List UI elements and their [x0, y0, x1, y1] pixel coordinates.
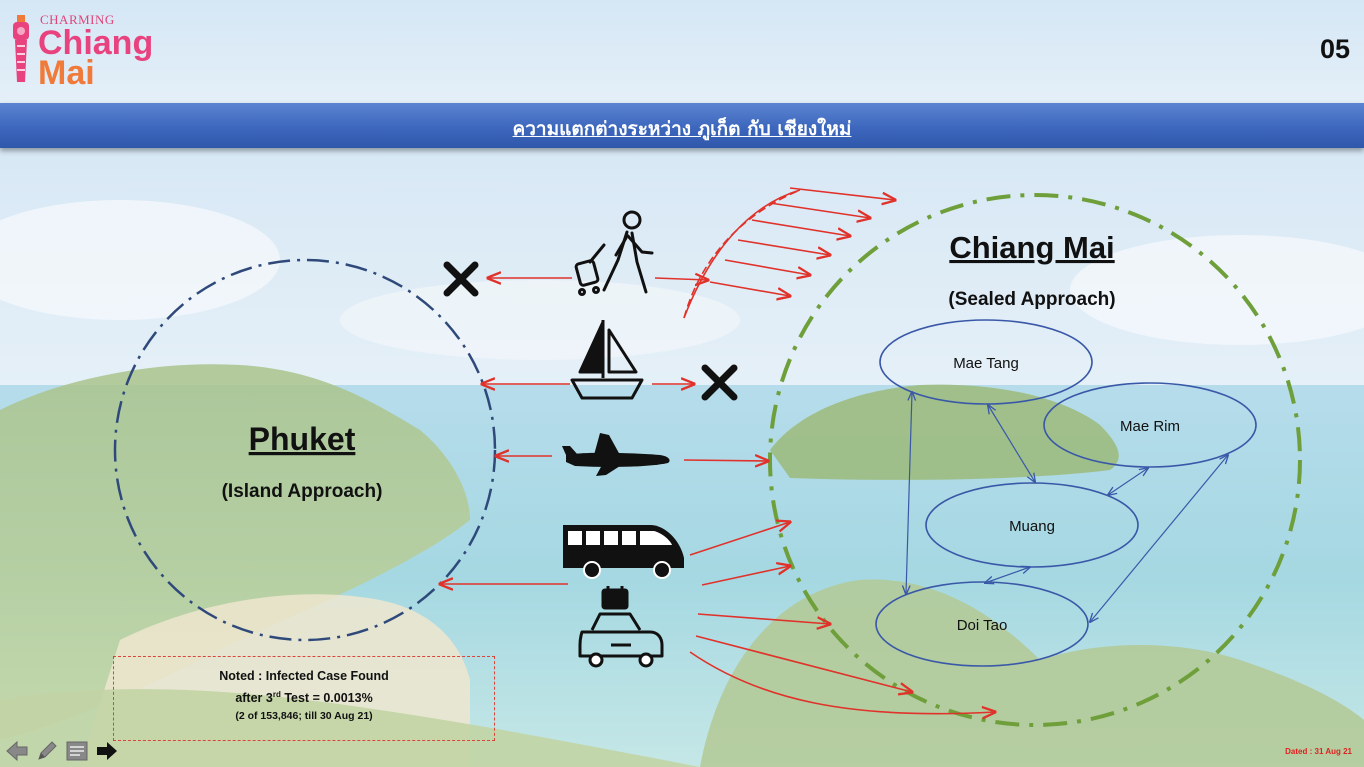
note-line-1: Noted : Infected Case Found [219, 669, 389, 683]
transport-row-bus [440, 522, 790, 584]
lantern-icon [13, 15, 29, 82]
note-line-2: after 3rd Test = 0.0013% [114, 690, 494, 705]
bus-icon [563, 525, 684, 579]
chiangmai-subtitle: (Sealed Approach) [948, 289, 1115, 310]
district-label: Mae Tang [953, 355, 1019, 372]
pen-icon[interactable] [34, 738, 60, 764]
note-line-3: (2 of 153,846; till 30 Aug 21) [235, 710, 373, 723]
district-doi-tao: Doi Tao [875, 581, 1089, 667]
phuket-subtitle: (Island Approach) [222, 481, 383, 502]
infection-note-box: Noted : Infected Case Found after 3rd Te… [113, 656, 495, 741]
logo-word-mai: Mai [38, 54, 95, 92]
slide-title: ความแตกต่างระหว่าง ภูเก็ต กับ เชียงใหม่ [512, 118, 852, 140]
dated-label: Dated : 31 Aug 21 [1285, 747, 1352, 756]
district-label: Doi Tao [957, 617, 1008, 634]
blocked-x-icon [443, 261, 479, 297]
sailboat-icon [570, 320, 644, 400]
walking-traveler-icon [574, 210, 654, 296]
chiangmai-label: Chiang Mai [949, 230, 1114, 265]
blocked-x-icon [701, 364, 738, 401]
note-line-2-prefix: after 3 [235, 691, 273, 706]
slide-navigation [4, 738, 120, 766]
note-line-2-sup: rd [272, 690, 281, 699]
notes-icon[interactable] [64, 738, 90, 764]
transport-row-walking [443, 210, 708, 297]
car-with-luggage-icon [578, 586, 664, 668]
header-band [0, 0, 1364, 103]
airplane-icon [562, 433, 670, 476]
phuket-label: Phuket [249, 421, 356, 457]
district-label: Muang [1009, 518, 1055, 535]
forward-arrow-icon[interactable] [94, 738, 120, 764]
transport-row-sailboat [482, 320, 738, 401]
slide-number: 05 [1319, 34, 1350, 64]
back-arrow-icon[interactable] [4, 738, 30, 764]
logo-tagline: CHARMING [40, 12, 115, 27]
district-connections [906, 392, 1228, 622]
restricted-entry-hatching [683, 187, 895, 319]
note-line-2-suffix: Test = 0.0013% [280, 691, 373, 706]
chiangmai-boundary-circle [768, 193, 1302, 727]
charming-chiang-mai-logo: CHARMING Chiang Mai [6, 8, 176, 92]
title-bar: ความแตกต่างระหว่าง ภูเก็ต กับ เชียงใหม่ [0, 103, 1364, 148]
transport-row-car [578, 566, 995, 714]
district-muang: Muang [925, 482, 1139, 568]
logo-word-chiang: Chiang [38, 24, 154, 62]
transport-row-airplane [496, 433, 768, 476]
district-mae-tang: Mae Tang [879, 319, 1093, 405]
district-label: Mae Rim [1120, 418, 1180, 435]
district-mae-rim: Mae Rim [1043, 382, 1257, 468]
